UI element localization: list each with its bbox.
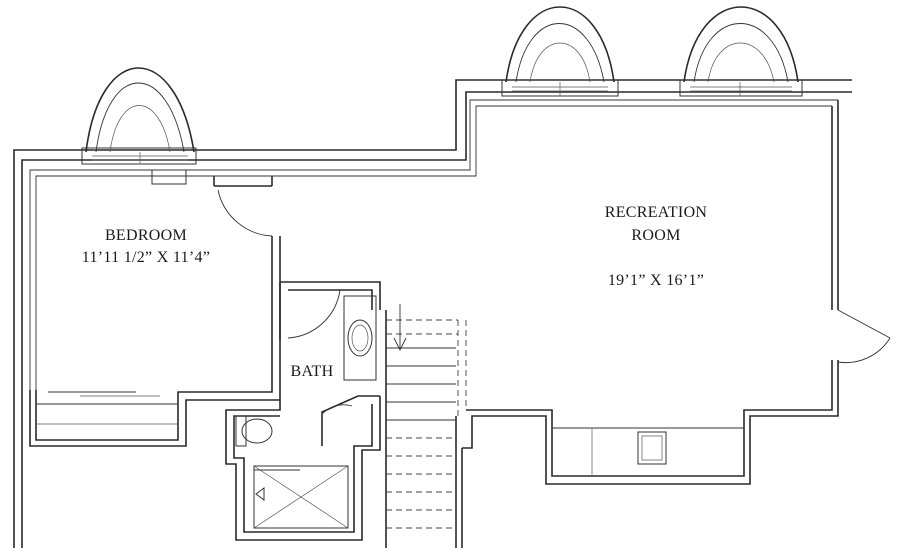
staircase	[385, 304, 467, 548]
recreation-room-name-line1: RECREATION	[605, 204, 708, 221]
bedroom-name-label: BEDROOM	[105, 227, 187, 244]
bay-window-rec-left	[501, 6, 619, 97]
recreation-room-dimensions-label: 19’1” X 16’1”	[608, 272, 704, 289]
bay-window-rec-right	[679, 6, 803, 97]
bay-window-bedroom	[81, 67, 197, 165]
recreation-room-walls	[462, 100, 891, 485]
bedroom-dimensions-label: 11’11 1/2” X 11’4”	[82, 249, 210, 266]
bath-walls	[225, 281, 381, 541]
bedroom-walls	[29, 169, 281, 447]
recreation-room-name-line2: ROOM	[631, 227, 680, 244]
bath-name-label: BATH	[291, 363, 334, 380]
room-labels: BEDROOM 11’11 1/2” X 11’4” RECREATION RO…	[82, 204, 708, 380]
exterior-wall	[13, 79, 852, 548]
